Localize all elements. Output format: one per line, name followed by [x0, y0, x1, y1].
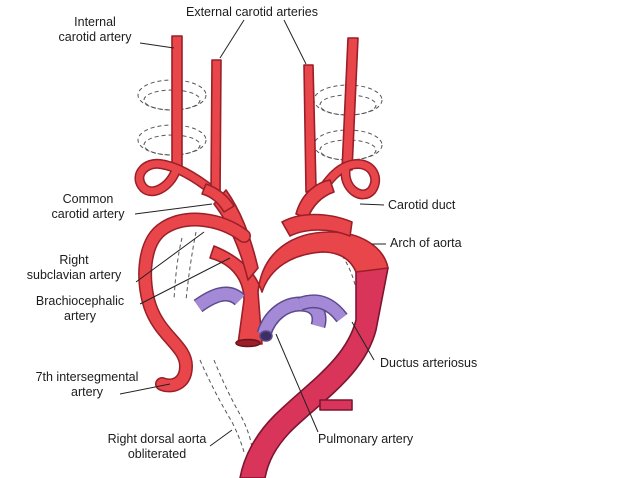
- label-ductus-arteriosus: Ductus arteriosus: [380, 356, 478, 370]
- label-internal-carotid-line1: Internal: [74, 15, 116, 29]
- label-right-subclavian: Right subclavian artery: [14, 253, 134, 283]
- leader-lines: [119, 19, 386, 447]
- arterial-tree: [134, 35, 389, 478]
- left-subclavian-stub: [319, 399, 353, 411]
- label-brachiocephalic: Brachiocephalic artery: [22, 294, 138, 324]
- label-seventh-intersegmental-line2: artery: [71, 385, 103, 399]
- label-external-carotid: External carotid arteries: [186, 5, 319, 19]
- label-right-subclavian-line2: subclavian artery: [26, 268, 122, 282]
- pulmonary-trunk: [193, 286, 348, 342]
- label-brachiocephalic-line2: artery: [64, 309, 96, 323]
- label-right-dorsal-aorta-line2: obliterated: [127, 447, 187, 461]
- label-internal-carotid: Internal carotid artery: [52, 15, 138, 45]
- right-subclavian-artery: [138, 212, 251, 393]
- label-carotid-duct: Carotid duct: [388, 198, 456, 212]
- arch-of-aorta: [209, 231, 389, 345]
- label-pulmonary-artery: Pulmonary artery: [318, 432, 414, 446]
- label-internal-carotid-line2: carotid artery: [58, 30, 132, 44]
- label-right-dorsal-aorta-line1: Right dorsal aorta: [107, 432, 207, 446]
- label-right-dorsal-aorta: Right dorsal aorta obliterated: [96, 432, 218, 462]
- label-common-carotid-line2: carotid artery: [51, 207, 125, 221]
- label-right-subclavian-line1: Right: [59, 253, 89, 267]
- label-arch-of-aorta: Arch of aorta: [390, 236, 462, 250]
- label-common-carotid: Common carotid artery: [36, 192, 140, 222]
- label-brachiocephalic-line1: Brachiocephalic: [35, 294, 125, 308]
- label-seventh-intersegmental-line1: 7th intersegmental: [35, 370, 139, 384]
- descending-aorta: [239, 267, 389, 478]
- label-seventh-intersegmental: 7th intersegmental artery: [24, 370, 150, 400]
- label-common-carotid-line1: Common: [62, 192, 114, 206]
